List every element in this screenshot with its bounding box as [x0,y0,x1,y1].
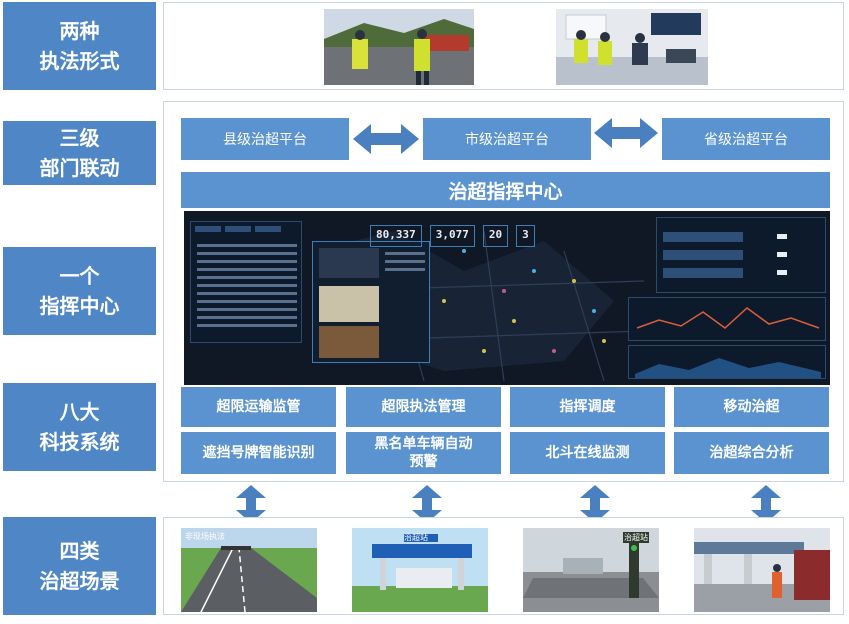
dashboard-record-list [190,221,302,343]
weighbridge-scene-image: 治超站 [523,528,659,612]
highway-scene-image: 非现场执法 [181,528,317,612]
label-three-level-linkage: 三级 部门联动 [3,121,156,185]
enforcement-forms-panel [163,2,844,90]
label-eight-tech-systems: 八大 科技系统 [3,383,156,471]
system-command-dispatch: 指挥调度 [510,387,665,427]
stat-alerts: 20 [482,225,509,247]
office-enforcement-photo [556,9,708,85]
dashboard-summary-panel [656,217,826,293]
stat-overload: 3,077 [429,225,475,247]
system-overload-transport-supervision: 超限运输监管 [181,387,336,427]
toll-station-scene-image [694,528,830,612]
stat-dispatch: 3 [516,225,535,247]
scenarios-panel: 非现场执法 治超站 治超站 [163,517,844,615]
vertical-arrow-1 [236,485,266,523]
system-beidou-online-monitoring: 北斗在线监测 [510,432,665,474]
province-platform-box: 省级治超平台 [662,118,830,160]
system-mobile-overload-control: 移动治超 [674,387,829,427]
stat-total: 80,337 [370,225,422,247]
system-overload-comprehensive-analysis: 治超综合分析 [674,432,829,474]
double-arrow-county-city [353,124,419,154]
platform-panel: 县级治超平台 市级治超平台 省级治超平台 治超指挥中心 [163,101,844,482]
vehicle-detail-card [312,241,430,363]
station-scene-image: 治超站 [352,528,488,612]
label-one-command-center: 一个 指挥中心 [3,247,156,335]
dashboard-line-chart [628,297,826,341]
system-plate-occlusion-recognition: 遮挡号牌智能识别 [181,432,336,474]
command-center-dashboard: 80,337 3,077 20 3 [184,211,830,385]
dashboard-stats-row: 80,337 3,077 20 3 [370,225,640,247]
system-blacklist-vehicle-alert: 黑名单车辆自动 预警 [346,432,501,474]
station-scene-sign: 治超站 [404,533,428,542]
system-overload-enforcement-management: 超限执法管理 [346,387,501,427]
vertical-arrow-2 [412,485,442,523]
county-platform-box: 县级治超平台 [181,118,349,160]
command-center-title: 治超指挥中心 [181,172,830,208]
label-two-enforcement-forms: 两种 执法形式 [3,2,156,90]
label-four-scenarios: 四类 治超场景 [3,517,156,615]
vertical-arrow-4 [751,485,781,523]
dashboard-area-chart [628,345,826,379]
roadside-enforcement-photo [324,9,474,85]
double-arrow-city-province [594,118,658,148]
city-platform-box: 市级治超平台 [423,118,591,160]
vertical-arrow-3 [580,485,610,523]
highway-scene-sign: 非现场执法 [185,532,225,541]
weighbridge-scene-sign: 治超站 [623,532,649,543]
